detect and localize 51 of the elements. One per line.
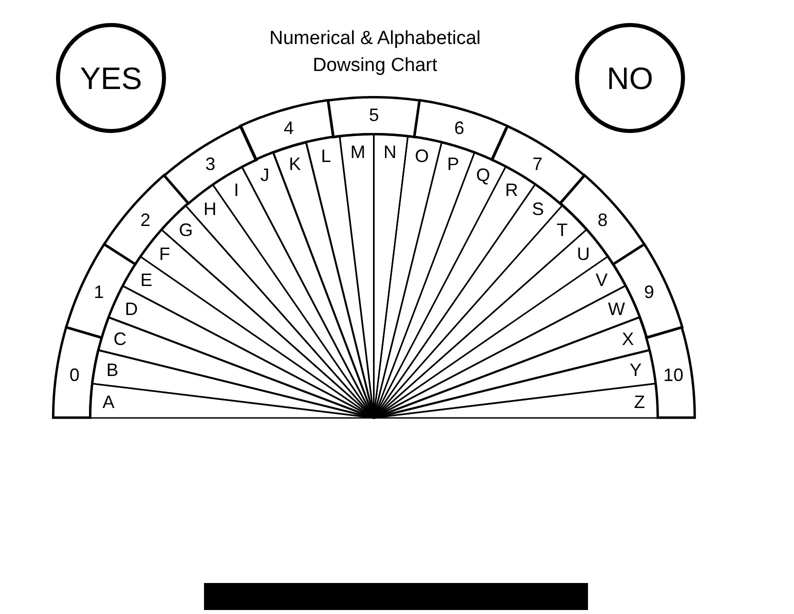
number-label: 8 xyxy=(598,210,608,229)
letter-label: J xyxy=(260,166,270,184)
letter-label: Q xyxy=(476,166,490,184)
answer-label: NO xyxy=(606,62,654,94)
letter-label: V xyxy=(596,271,608,290)
letter-label: O xyxy=(414,147,429,166)
letter-label: C xyxy=(114,330,127,348)
letter-label: E xyxy=(140,271,152,290)
letter-label: F xyxy=(159,244,170,263)
chart-title: Numerical & Alphabetical Dowsing Chart xyxy=(268,27,482,78)
letter-label: W xyxy=(608,300,626,318)
answer-label: YES xyxy=(80,62,142,94)
letter-label: U xyxy=(576,244,590,263)
number-label: 10 xyxy=(663,366,684,384)
letter-label: L xyxy=(321,147,332,166)
letter-label: T xyxy=(556,220,568,239)
number-segment xyxy=(327,96,421,138)
letter-label: P xyxy=(447,155,460,174)
number-label: 4 xyxy=(284,118,294,137)
letter-label: H xyxy=(203,200,216,218)
letter-label: S xyxy=(532,200,544,218)
letter-label: Y xyxy=(630,361,642,380)
letter-label: G xyxy=(178,220,193,239)
number-segment xyxy=(102,174,190,266)
number-label: 9 xyxy=(644,283,654,302)
number-label: 6 xyxy=(454,118,464,137)
number-segment xyxy=(52,326,103,420)
answer-circle xyxy=(56,23,166,133)
letter-label: K xyxy=(288,155,301,174)
number-segment xyxy=(558,174,646,266)
letter-label: N xyxy=(384,143,397,162)
letter-wedge xyxy=(98,316,375,419)
letter-label: M xyxy=(350,143,366,162)
letter-label: A xyxy=(102,392,114,411)
number-label: 0 xyxy=(70,366,80,384)
number-label: 2 xyxy=(140,210,150,229)
letter-label: D xyxy=(124,300,138,318)
solid-bar xyxy=(204,583,588,610)
letter-label: Z xyxy=(634,392,645,411)
letter-label: X xyxy=(622,330,634,348)
letter-label: R xyxy=(505,181,518,200)
number-label: 1 xyxy=(94,283,104,302)
letter-label: I xyxy=(234,181,239,200)
number-label: 5 xyxy=(368,106,379,124)
answer-circle xyxy=(575,23,685,133)
letter-label: B xyxy=(106,361,118,380)
number-label: 7 xyxy=(532,154,543,172)
number-label: 3 xyxy=(205,154,216,172)
number-segment xyxy=(645,326,696,420)
letter-wedge xyxy=(373,316,650,419)
letter-wedge xyxy=(373,383,659,419)
